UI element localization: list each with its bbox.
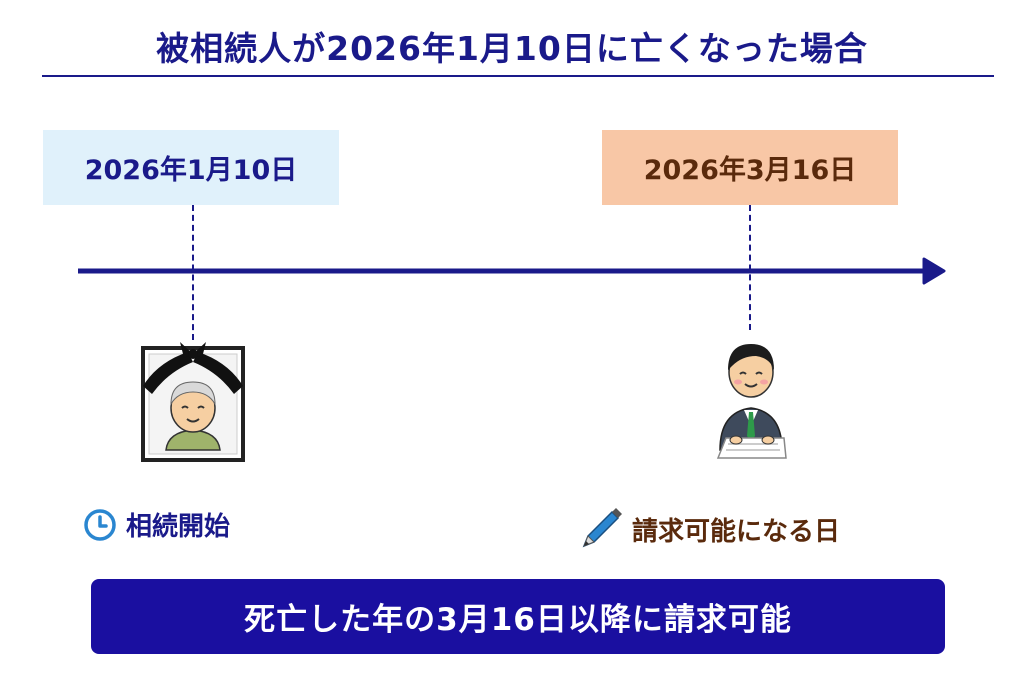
end-connector — [749, 205, 751, 330]
start-label: 相続開始 — [82, 506, 230, 543]
start-date-box: 2026年1月10日 — [43, 130, 339, 205]
summary-banner: 死亡した年の3月16日以降に請求可能 — [91, 579, 945, 654]
memorial-portrait-illustration — [141, 342, 245, 462]
end-date: 2026年3月16日 — [643, 155, 857, 186]
page-title: 被相続人が2026年1月10日に亡くなった場合 — [156, 29, 868, 68]
clock-icon — [84, 508, 116, 541]
pen-icon — [582, 508, 622, 548]
businessman-illustration — [716, 344, 787, 459]
timeline-arrow — [78, 257, 946, 285]
start-label-text: 相続開始 — [126, 512, 231, 542]
title-underline — [42, 75, 994, 77]
end-label: 請求可能になる日 — [578, 506, 840, 552]
end-label-text: 請求可能になる日 — [632, 516, 841, 547]
end-date-box: 2026年3月16日 — [602, 130, 898, 205]
start-date: 2026年1月10日 — [84, 155, 298, 186]
summary-text: 死亡した年の3月16日以降に請求可能 — [244, 602, 792, 638]
